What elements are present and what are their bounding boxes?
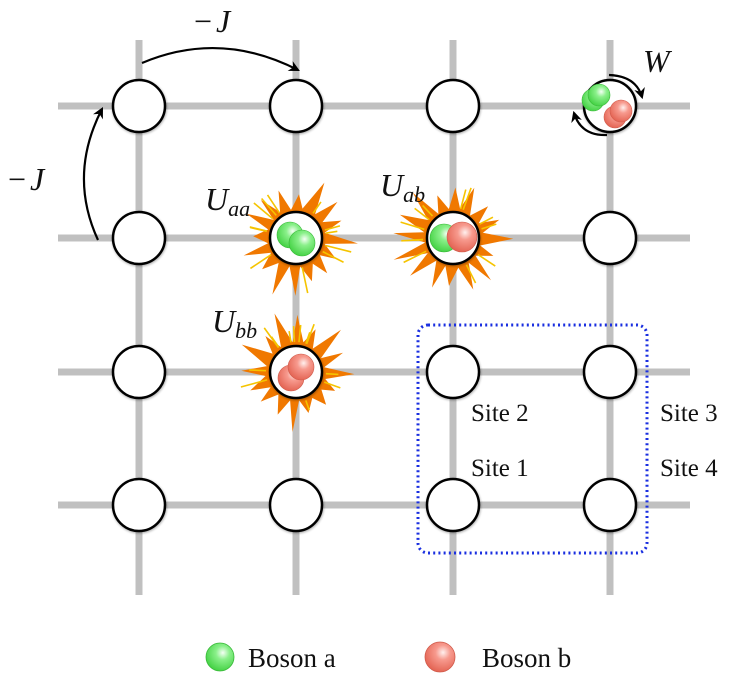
burst-ray (298, 324, 302, 343)
burst-ray (462, 187, 472, 211)
burst-ray (305, 400, 310, 411)
conversion-label: W (643, 43, 673, 79)
site-label-2: Site 2 (471, 400, 529, 427)
burst-ray (253, 202, 274, 220)
burst-ray (260, 197, 277, 216)
lattice-site (425, 477, 481, 533)
lattice-site (111, 210, 167, 266)
bosons (276, 83, 633, 392)
burst-ray (479, 216, 494, 225)
burst-ray (249, 226, 268, 232)
legend: Boson a Boson b (205, 641, 571, 673)
plaquette-border (416, 323, 649, 555)
boson-b (609, 99, 633, 123)
site-label-1: Site 1 (471, 455, 529, 482)
lattice-site (111, 78, 167, 134)
burst-ray (288, 330, 292, 343)
legend-label-boson-a: Boson a (248, 643, 336, 673)
lattice-site (111, 477, 167, 533)
burst-ray (249, 254, 272, 270)
boson-a (288, 229, 316, 257)
conversion-arrow-bottom (571, 110, 608, 137)
burst-ray (266, 194, 281, 214)
burst-ray (422, 204, 434, 217)
lattice-site (268, 78, 324, 134)
burst-ray (410, 238, 424, 241)
burst-ray (324, 244, 352, 253)
burst-ray (481, 223, 497, 230)
conversion-arrow-top (608, 73, 645, 100)
lattice-site (425, 344, 481, 400)
boson-b (287, 353, 315, 381)
burst-ray (249, 369, 267, 372)
legend-label-boson-b: Boson b (482, 643, 571, 673)
burst-ray (324, 225, 341, 231)
burst-ray (477, 253, 496, 267)
burst-ray (292, 326, 296, 343)
lattice-site (582, 210, 638, 266)
boson-a (587, 83, 611, 107)
lattice-site (582, 477, 638, 533)
burst-ray (323, 381, 341, 389)
lattice-site (268, 477, 324, 533)
lattice-site (582, 344, 638, 400)
burst-ray (325, 230, 338, 234)
lattice-sites (111, 78, 638, 533)
boson-b (446, 221, 478, 253)
hopping-label-horizontal: −J (194, 3, 232, 39)
burst-ray (305, 331, 311, 344)
burst-ray (312, 201, 322, 214)
lattice-site (425, 78, 481, 134)
burst-ray (400, 221, 425, 231)
interaction-label-bb: Ubb (212, 303, 257, 343)
burst-ray (465, 264, 477, 284)
hopping-label-vertical: −J (8, 161, 46, 197)
interaction-label-ab: Uab (380, 167, 425, 207)
burst-ray (301, 267, 309, 294)
burst-ray (240, 379, 268, 388)
interaction-label-aa: Uaa (205, 181, 250, 221)
lattice-site (111, 344, 167, 400)
burst-ray (459, 189, 467, 210)
burst-ray (322, 250, 344, 263)
burst-ray (305, 323, 315, 345)
hopping-arrow-vertical (82, 107, 104, 241)
burst-ray (263, 327, 280, 349)
burst-ray (414, 207, 430, 221)
burst-ray (403, 250, 427, 264)
burst-ray (325, 372, 339, 376)
site-label-3: Site 3 (660, 400, 718, 427)
legend-boson-b-icon (424, 641, 456, 673)
hopping-arrow-horizontal (141, 46, 300, 72)
site-label-4: Site 4 (660, 455, 718, 482)
plaquette-group (416, 323, 649, 555)
legend-boson-a-icon (205, 642, 235, 672)
